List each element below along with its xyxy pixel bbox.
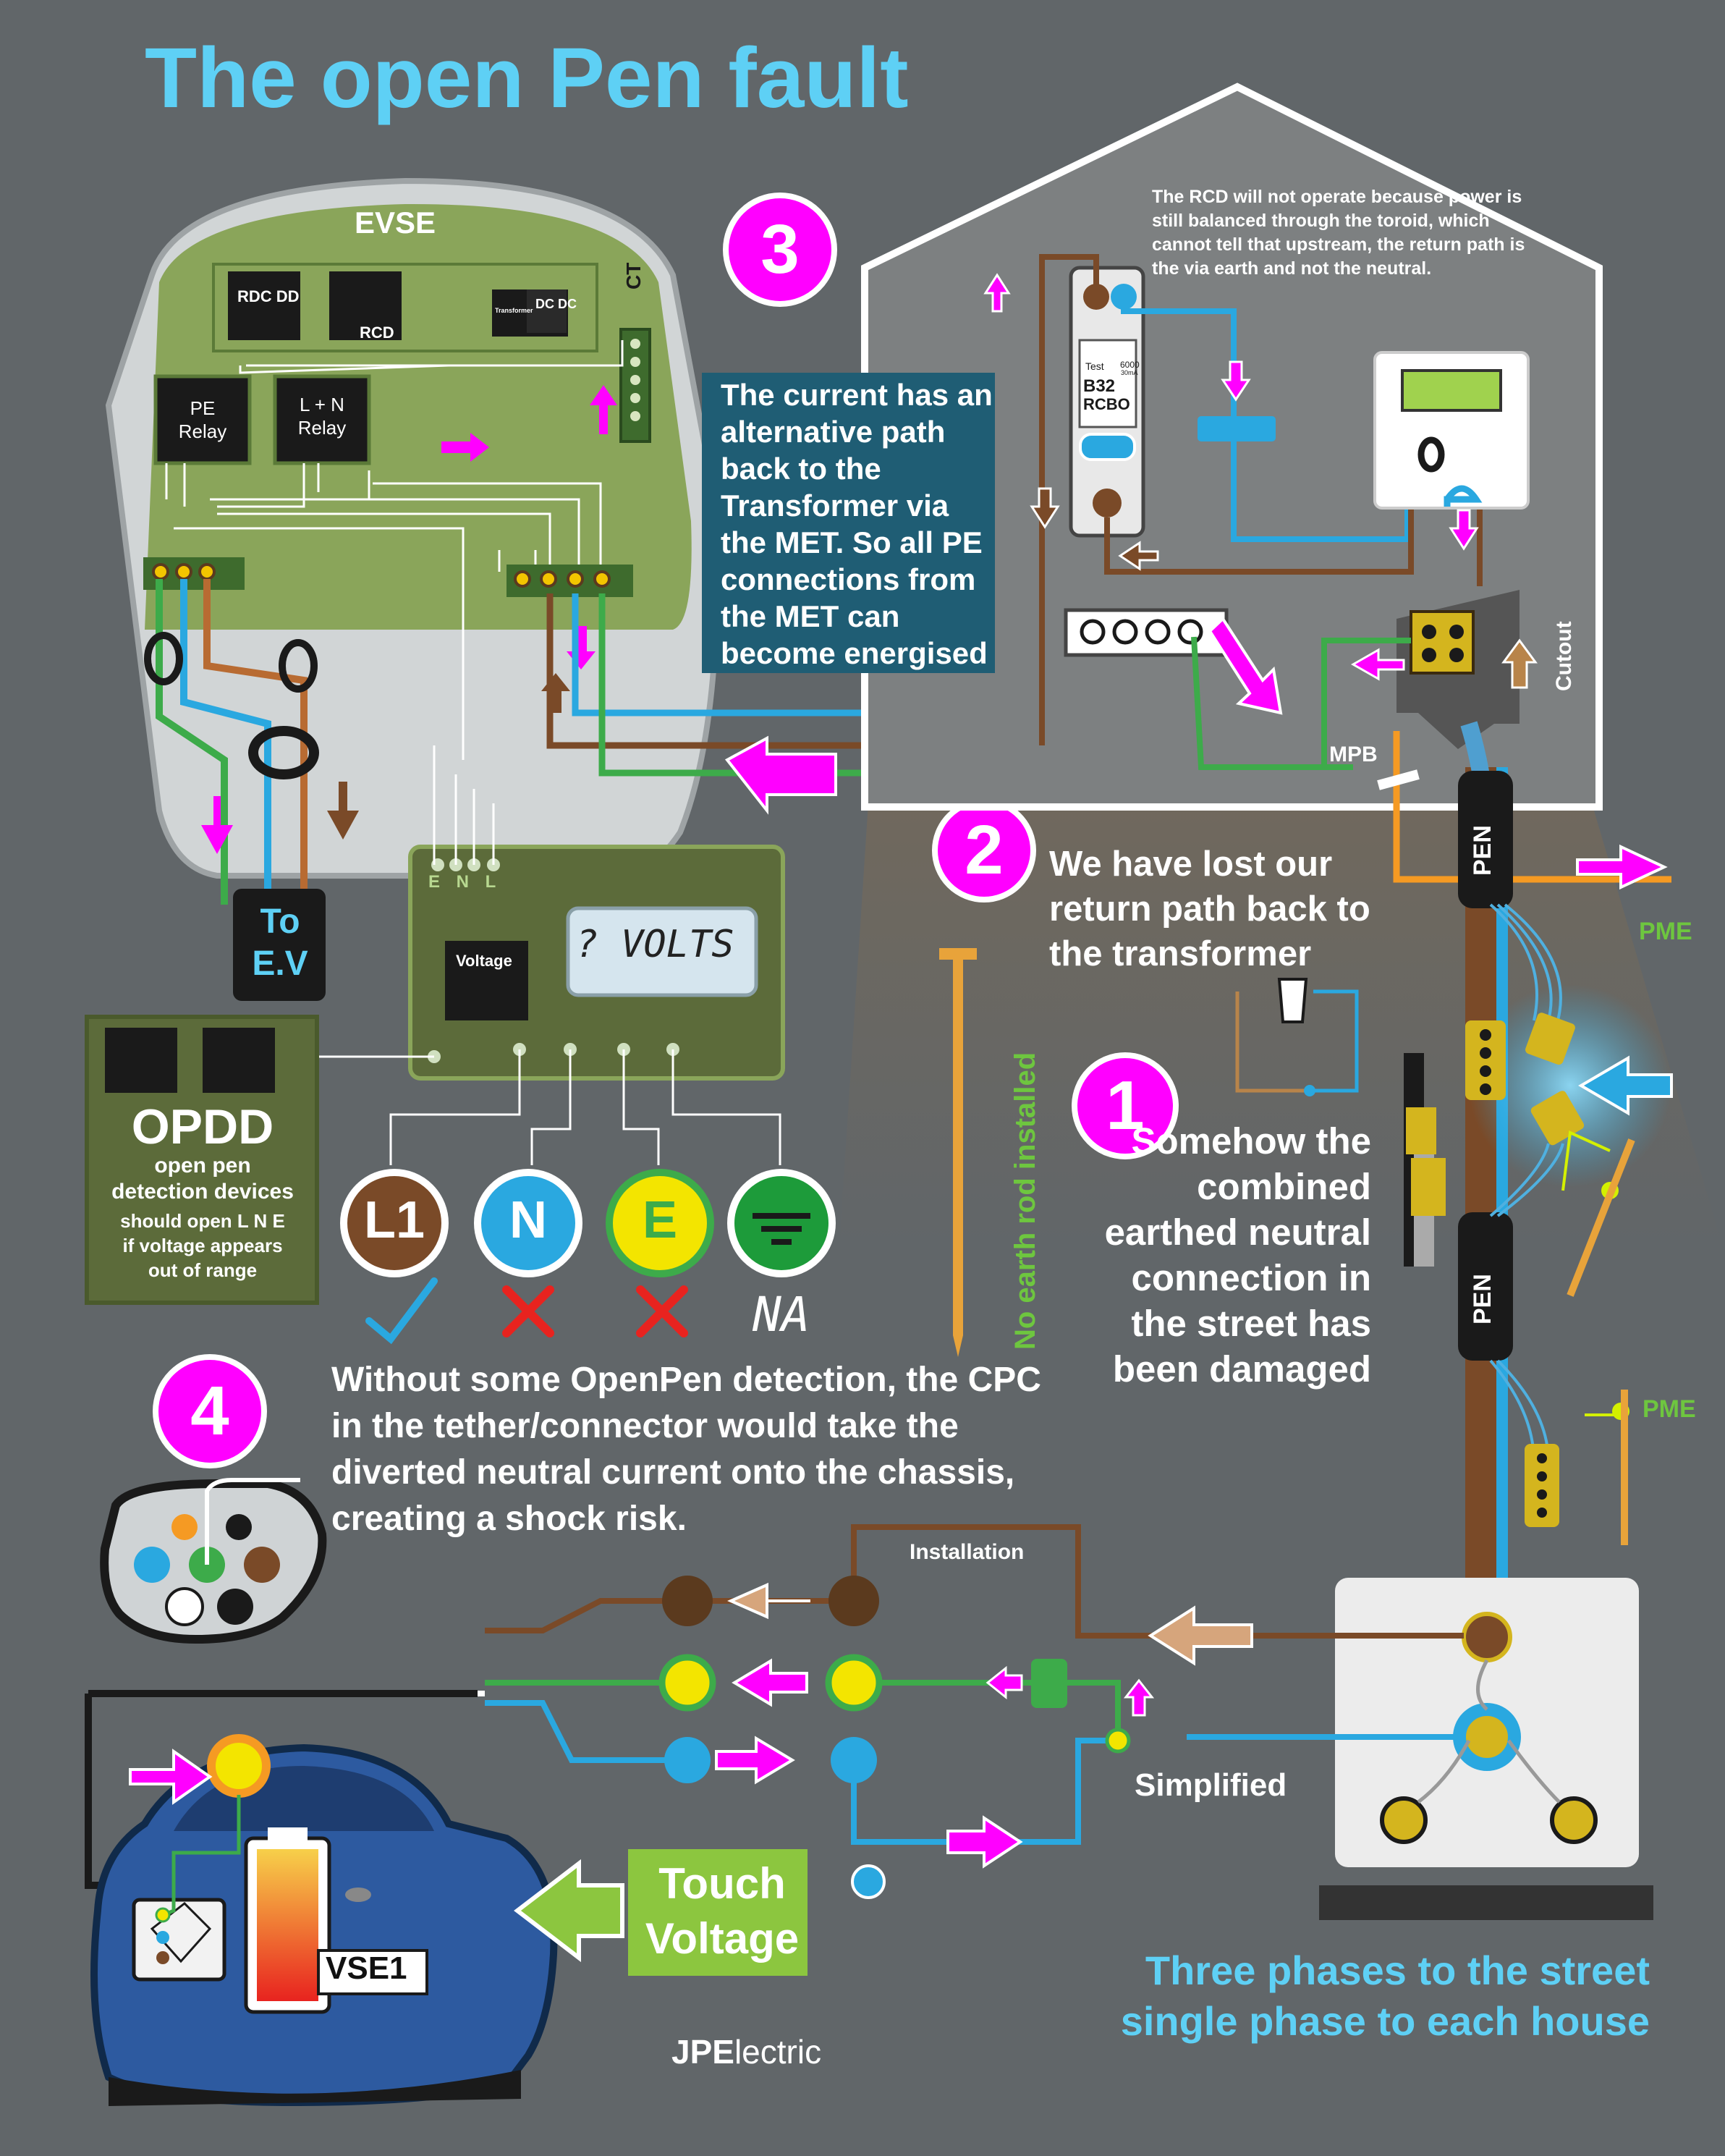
terminal-l1-label: L1 — [363, 1191, 425, 1249]
pe-relay-line2: Relay — [178, 420, 227, 442]
voltage-display: ? VOLTS — [575, 923, 734, 966]
rcd-note: The RCD will not operate because power i… — [1152, 187, 1525, 279]
voltage-terminals: E N L — [428, 872, 502, 892]
brand-logo: JPElectric — [671, 2032, 821, 2071]
pen-label-lower: PEN — [1469, 1274, 1496, 1324]
chip-label-dcdc: DC DC — [535, 297, 577, 311]
chip-label-transformer: Transformer — [495, 307, 533, 314]
pme-label-upper: PME — [1639, 918, 1692, 945]
rcbo-rating: B32 — [1083, 376, 1116, 396]
opdd-description: should open L N E if voltage appears out… — [83, 1209, 322, 1282]
touch-line2: Voltage — [645, 1914, 800, 1963]
no-earth-rod-label: No earth rod installed — [1009, 1052, 1041, 1350]
callout-number-2: 2 — [965, 811, 1004, 889]
callout-3-text: The current has an alternative path back… — [702, 373, 995, 673]
house — [861, 83, 1603, 811]
terminal-n-label: N — [509, 1191, 547, 1249]
not-applicable-label: NA — [753, 1287, 810, 1343]
opdd-subtitle-line2: detection devices — [111, 1180, 294, 1204]
pen-cable — [1404, 721, 1673, 1628]
terminal-markers — [340, 1169, 836, 1345]
brand-bold: JPE — [671, 2033, 734, 2071]
to-ev-label: To E.V — [233, 901, 327, 985]
mpb-label: MPB — [1329, 743, 1378, 766]
chip-label-rdcdd: RDC DD — [237, 287, 300, 305]
car — [85, 1690, 808, 2107]
opdd-subtitle-line1: open pen — [154, 1154, 251, 1178]
opdd-desc-line2: if voltage appears — [122, 1235, 283, 1256]
ln-relay-line1: L + N — [300, 394, 344, 415]
voltage-module — [408, 845, 785, 1081]
pen-label-upper: PEN — [1469, 825, 1496, 876]
callout-2-text: We have lost our return path back to the… — [1049, 845, 1370, 973]
simplified-label: Simplified — [1135, 1767, 1287, 1803]
rcbo-type: RCBO — [1083, 395, 1130, 413]
evse-unit — [105, 177, 721, 1001]
touch-line1: Touch — [658, 1859, 786, 1908]
bottom-caption: Three phases to the street single phase … — [1120, 1948, 1650, 2044]
touch-voltage-label: Touch Voltage — [628, 1856, 816, 1966]
callout-number-3: 3 — [760, 211, 800, 288]
pe-relay-line1: PE — [190, 397, 216, 419]
to-ev-line2: E.V — [252, 944, 308, 983]
pme-label-lower: PME — [1643, 1395, 1696, 1423]
type2-connector — [100, 1478, 327, 1644]
rcbo-ma-label: 30mA — [1121, 369, 1138, 376]
ct-label: CT — [622, 262, 645, 289]
opdd-desc-line1: should open L N E — [120, 1210, 285, 1232]
opdd-desc-line3: out of range — [148, 1259, 258, 1281]
chip-label-rcd: RCD — [360, 324, 394, 342]
pe-relay-label: PE Relay — [159, 397, 246, 443]
number-plate: VSE1 — [326, 1950, 407, 1986]
page-title: The open Pen fault — [145, 30, 909, 126]
rcbo-cap-label: 6000 — [1120, 360, 1140, 370]
callout-1-text: Somehow the combined earthed neutral con… — [1104, 1120, 1371, 1390]
evse-label: EVSE — [355, 206, 436, 240]
terminal-e-label: E — [642, 1191, 678, 1249]
cutout-label: Cutout — [1552, 621, 1576, 691]
simplified-circuit — [474, 1524, 1464, 1899]
brand-rest: lectric — [734, 2033, 822, 2071]
to-ev-line1: To — [260, 902, 300, 941]
callout-number-4: 4 — [190, 1372, 229, 1450]
opdd-subtitle: open pen detection devices — [83, 1153, 322, 1205]
opdd-title: OPDD — [131, 1099, 274, 1154]
voltage-chip-label: Voltage — [456, 952, 512, 970]
installation-label: Installation — [910, 1540, 1025, 1564]
ln-relay-line2: Relay — [297, 417, 347, 439]
callout-4-text: Without some OpenPen detection, the CPC … — [331, 1361, 1041, 1538]
rcbo-test-label: Test — [1085, 360, 1104, 372]
callout-number-1: 1 — [1106, 1067, 1145, 1144]
ln-relay-label: L + N Relay — [279, 393, 365, 439]
